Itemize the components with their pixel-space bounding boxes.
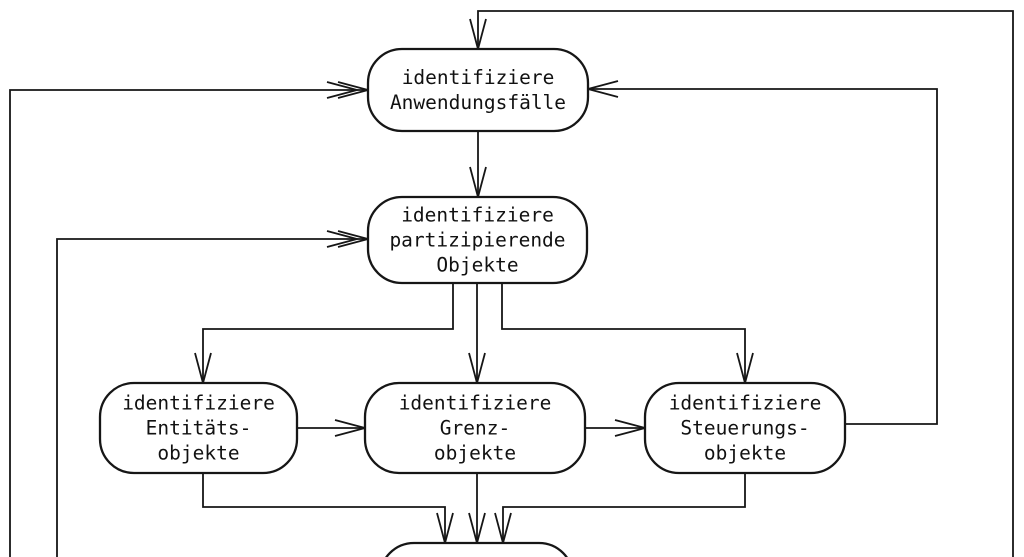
node-label-line: Objekte (436, 254, 518, 277)
node-bottom-node-cut-off[interactable] (380, 541, 573, 557)
edge-participating-to-boundary (468, 283, 486, 387)
node-label-line: identifiziere (122, 392, 275, 415)
node-shape (366, 47, 590, 133)
edge-line (588, 88, 938, 425)
node-label-line: Entitäts- (146, 417, 252, 440)
node-shape (385, 541, 568, 557)
node-label-line: Anwendungsfälle (390, 91, 566, 114)
edge-entity-to-bottom-node (202, 473, 454, 547)
node-label-line: identifiziere (669, 392, 822, 415)
arrowhead-right (326, 230, 361, 248)
edge-line (9, 89, 368, 557)
node-label-line: objekte (434, 442, 516, 465)
edge-line (501, 283, 746, 383)
node-label-line: objekte (157, 442, 239, 465)
node-shape (366, 195, 589, 285)
edge-line (502, 473, 746, 543)
node-label-line: partizipierende (389, 229, 565, 252)
node-label-line: identifiziere (401, 204, 554, 227)
node-label-line: identifiziere (399, 392, 552, 415)
node-shape (363, 381, 587, 475)
edge-boundary-to-bottom-node (468, 473, 486, 547)
edge-loop-outer-left-to-use-cases-left (9, 81, 372, 557)
edge-participating-to-entity (194, 283, 454, 387)
arrowhead-right (326, 81, 361, 99)
node-label-line: identifiziere (402, 66, 555, 89)
edge-control-to-bottom-node (494, 473, 746, 547)
edge-line (202, 283, 454, 383)
node-label-line: Grenz- (440, 417, 510, 440)
node-shape (643, 381, 847, 475)
edge-boundary-to-control (585, 419, 649, 437)
edge-line (202, 473, 446, 543)
node-label-line: Steuerungs- (680, 417, 809, 440)
edge-participating-to-control (501, 283, 754, 387)
edge-loop-control-to-use-cases-right (584, 80, 938, 425)
node-shape (98, 381, 299, 475)
edge-line (56, 238, 368, 557)
node-label-line: objekte (704, 442, 786, 465)
edge-use-cases-to-participating (469, 131, 487, 201)
edge-entity-to-boundary (297, 419, 369, 437)
edge-line (477, 10, 1014, 557)
